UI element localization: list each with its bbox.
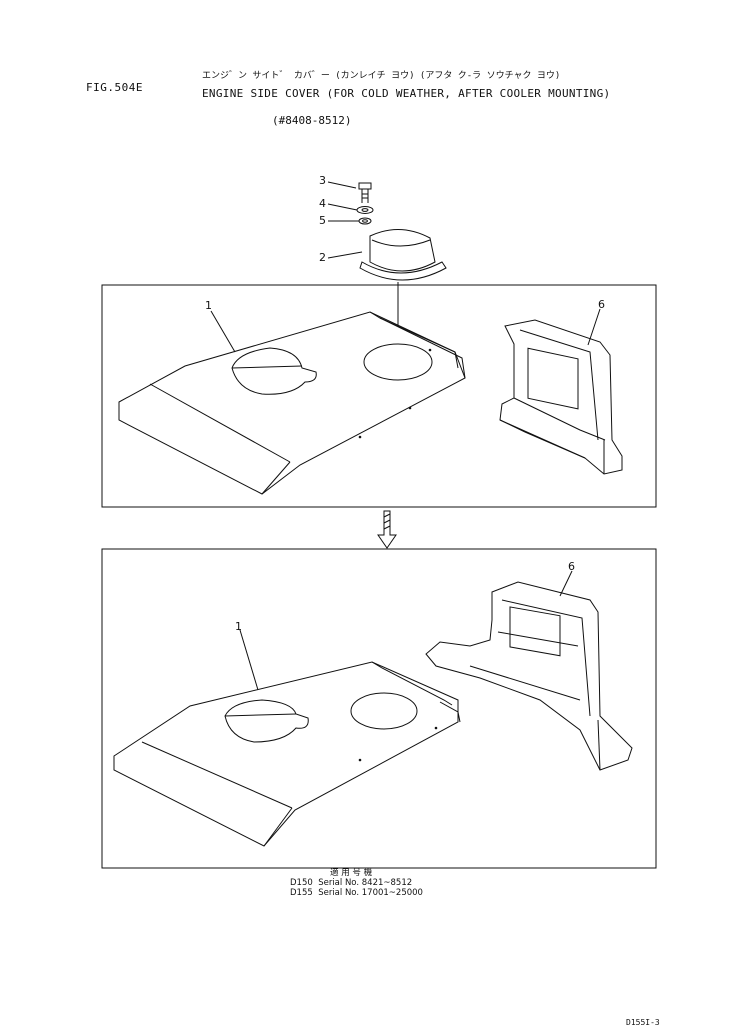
page-code: D155I-3 [626, 1018, 660, 1027]
washer-part-4 [356, 206, 374, 214]
serial-text: Serial No. 17001~25000 [318, 888, 423, 898]
callout-4: 4 [319, 197, 326, 210]
callout-6-top: 6 [598, 298, 605, 311]
leader-6-top [587, 308, 601, 346]
leader-1-top [210, 310, 236, 353]
leader-1-bottom [239, 629, 259, 691]
serial-row: D155 Serial No. 17001~25000 [290, 888, 423, 898]
serial-range: (#8408-8512) [272, 114, 352, 127]
callout-2: 2 [319, 251, 326, 264]
title-japanese: エンジ゛ン サイト゛ カバ゛ー (カンレイチ ヨウ) (アフタ ク-ラ ソウチャ… [202, 71, 561, 81]
figure-number: FIG.504E [86, 81, 143, 94]
side-cover-part-1-top [118, 311, 466, 495]
serial-heading: 適 用 号 機 [330, 868, 373, 878]
callout-6-bottom: 6 [568, 560, 575, 573]
bottom-view-frame [101, 548, 657, 869]
callout-1-bottom: 1 [235, 620, 242, 633]
serial-applicability: 適 用 号 機 D150 Serial No. 8421~8512 D155 S… [290, 868, 423, 898]
serial-text: Serial No. 8421~8512 [318, 878, 413, 888]
callout-5: 5 [319, 214, 326, 227]
serial-model: D155 [290, 888, 313, 898]
side-cover-part-1-bottom [113, 661, 461, 847]
down-arrow [377, 510, 397, 549]
callout-1-top: 1 [205, 299, 212, 312]
bolt-part-3 [358, 182, 372, 203]
leader-6-bottom [559, 570, 573, 597]
bracket-part-6-bottom [425, 581, 633, 771]
serial-row: D150 Serial No. 8421~8512 [290, 878, 423, 888]
washer-part-5 [358, 217, 372, 225]
leader-3 [327, 181, 357, 189]
top-view-frame [101, 284, 657, 508]
bracket-part-6-top [499, 319, 623, 475]
title-english: ENGINE SIDE COVER (FOR COLD WEATHER, AFT… [202, 87, 611, 100]
leader-2 [327, 251, 363, 259]
cap-cover-part-2 [359, 228, 447, 281]
leader-4 [327, 203, 358, 211]
serial-model: D150 [290, 878, 313, 888]
callout-3: 3 [319, 174, 326, 187]
